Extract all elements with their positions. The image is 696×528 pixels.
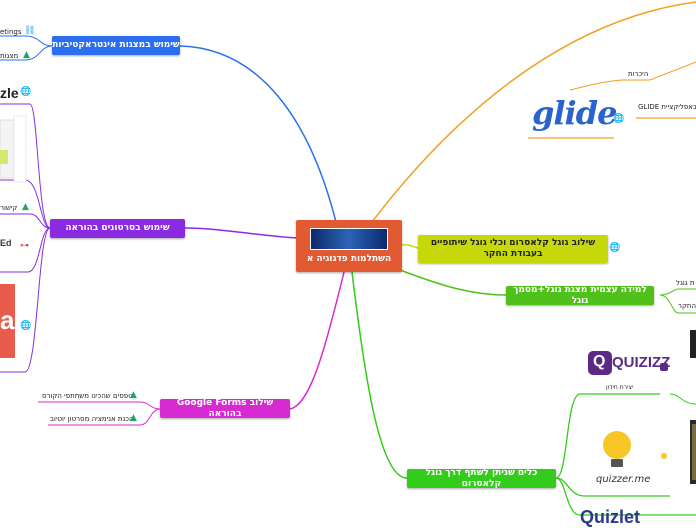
quizzer-bulb-base <box>611 459 623 467</box>
quizlet-logo[interactable]: Quizlet <box>580 507 641 527</box>
connector-forms-b <box>48 408 161 426</box>
branch-interactive-label: שימוש במצגות אינטראקטיביות <box>52 40 180 50</box>
leaf-kishur[interactable]: קישור <box>0 204 18 212</box>
leaf-heker[interactable]: החקר <box>678 302 696 310</box>
connector-kishur <box>0 213 51 229</box>
glide-logo[interactable]: glide <box>532 94 617 132</box>
quizizz-logo[interactable]: QUIZIZZ <box>612 354 671 371</box>
quizizz-q-badge <box>660 363 668 371</box>
drive-icon[interactable]: ▲ <box>130 413 137 423</box>
leaf-glide-app[interactable]: באפליקציית GLIDE <box>638 103 696 111</box>
branch-classroom[interactable]: שילוב גוגל קלאסרום וכלי גוגל שיתופיים בע… <box>418 235 608 263</box>
connector-quizzer <box>555 477 670 497</box>
thumbnail-slide <box>0 119 15 179</box>
connector-ed <box>0 227 51 273</box>
link-icon[interactable]: ⛓ <box>24 26 36 36</box>
branch-videos-label: שימוש בסרטונים בהוראה <box>65 223 170 233</box>
connector-heker <box>659 294 696 314</box>
quizzer-bulb-icon <box>603 431 631 459</box>
thumbnail-slide-inner <box>0 150 8 164</box>
connector-puzzle <box>0 103 51 229</box>
ed-logo-text: Ed <box>0 238 12 248</box>
branch-self-study[interactable]: למידה עצמית מצגת גוגל+מסמך גוגל <box>506 284 654 306</box>
branch-videos[interactable]: שימוש בסרטונים בהוראה <box>50 219 185 238</box>
puzzle-logo-text[interactable]: zle <box>0 85 19 101</box>
connector-forms <box>289 271 345 410</box>
right-thumb-top <box>690 330 696 358</box>
leaf-forms-participants[interactable]: טפסים שהכינו משתתפי הקורס <box>42 392 133 400</box>
branch-classroom-label: שילוב גוגל קלאסרום וכלי גוגל שיתופיים בע… <box>430 238 596 259</box>
connector-right-edge <box>669 393 696 405</box>
connector-selfstudy <box>399 269 507 296</box>
quizzer-logo[interactable]: quizzer.me <box>596 474 651 485</box>
branch-selfstudy-label: למידה עצמית מצגת גוגל+מסמך גוגל <box>513 284 647 306</box>
globe-icon[interactable]: 🌐 <box>613 114 625 124</box>
link-icon[interactable]: ⊶ <box>20 241 29 251</box>
connector-tools <box>351 271 408 479</box>
connector-videos <box>184 227 299 239</box>
connector-classroom <box>371 1 696 223</box>
connector-interactive <box>179 45 337 223</box>
right-thumb-mid-inner <box>692 424 696 480</box>
big-a-logo-bg <box>0 284 15 358</box>
drive-icon[interactable]: ▲ <box>130 390 137 400</box>
branch-forms-label: שילוב Google Forms בהוראה <box>176 397 274 419</box>
drive-icon[interactable]: ▲ <box>22 202 29 212</box>
connector-google-right <box>659 288 696 296</box>
connector-meetings <box>0 35 53 47</box>
branch-tools-label: כלים שניתן לשתף דרך גוגל קלאסרום <box>425 467 538 489</box>
leaf-google-right[interactable]: ת גוגל <box>676 279 695 287</box>
central-title: השתלמות פדגוגיה א <box>306 253 392 264</box>
branch-interactive-presentations[interactable]: שימוש במצגות אינטראקטיביות <box>52 36 180 55</box>
leaf-quizizz-caption[interactable]: יצירת חידון <box>606 384 634 391</box>
globe-icon[interactable]: 🌐 <box>609 243 621 253</box>
connector-hikarut <box>569 61 696 91</box>
central-image <box>310 227 388 250</box>
branch-classroom-tools[interactable]: כלים שניתן לשתף דרך גוגל קלאסרום <box>407 467 556 489</box>
connector-forms-a <box>38 401 161 410</box>
quizizz-logo-q: Q <box>593 353 605 371</box>
leaf-presentations[interactable]: מצגות <box>0 52 19 60</box>
globe-icon[interactable]: 🌐 <box>20 321 32 331</box>
connector-quizlet <box>555 477 696 516</box>
connector-classroom-node <box>401 244 419 249</box>
quizizz-logo-box <box>588 351 612 375</box>
leaf-hikarut[interactable]: היכרות <box>628 70 649 78</box>
central-topic[interactable]: השתלמות פדגוגיה א <box>296 220 402 272</box>
drive-icon[interactable]: ▲ <box>23 50 30 60</box>
connector-quizizz <box>555 393 660 479</box>
leaf-meetings[interactable]: etings <box>0 28 22 36</box>
lightbulb-dot-icon <box>661 453 667 459</box>
big-a-logo-text: a <box>0 305 15 335</box>
connector-presentations <box>0 45 53 61</box>
quizizz-q-letter: Q <box>593 353 606 370</box>
globe-icon[interactable]: 🌐 <box>20 87 32 97</box>
connector-bigA <box>0 227 51 373</box>
thumbnail-slide-frame <box>13 115 27 183</box>
branch-google-forms[interactable]: שילוב Google Forms בהוראה <box>160 397 290 419</box>
leaf-forms-animation[interactable]: הכנת אנימציה מסרטון יוטיוב <box>50 415 134 423</box>
